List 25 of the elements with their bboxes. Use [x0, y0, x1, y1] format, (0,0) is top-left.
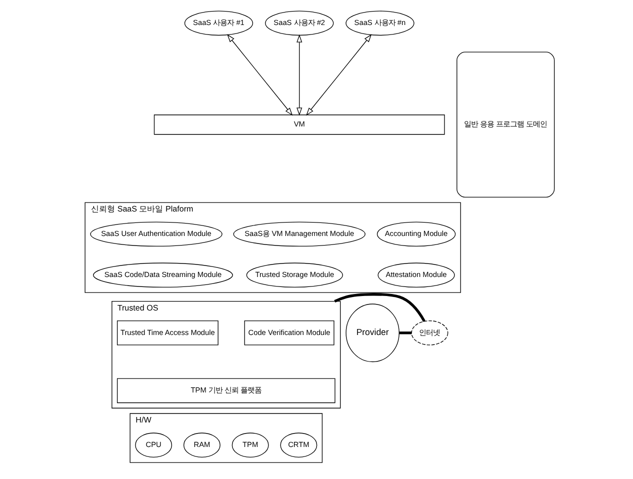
node-ellipse: Accounting Module: [376, 222, 456, 247]
node-box: TPM 기반 신뢰 플랫폼: [116, 378, 335, 404]
node-ellipse: SaaS 사용자 #2: [264, 10, 334, 36]
node-ellipse: CRTM: [280, 432, 317, 458]
node-ellipse: 인터넷: [410, 320, 448, 346]
arrow: [296, 34, 302, 116]
node-ellipse: TPM: [231, 432, 268, 458]
node-box: VM: [153, 114, 444, 135]
node-ellipse: SaaS User Authentication Module: [90, 222, 222, 247]
node-ellipse: Trusted Storage Module: [246, 262, 342, 288]
node-ellipse: Attestation Module: [377, 262, 454, 288]
node-ellipse: SaaS용 VM Management Module: [232, 222, 365, 247]
node-ellipse: SaaS Code/Data Streaming Module: [92, 262, 232, 288]
node-ellipse: SaaS 사용자 #n: [345, 10, 414, 36]
arrow: [226, 34, 292, 116]
node-ellipse: SaaS 사용자 #1: [184, 10, 253, 36]
node-ellipse: CPU: [134, 432, 172, 458]
connector: [334, 293, 425, 322]
connector: [398, 332, 412, 334]
node-circle: Provider: [345, 304, 399, 362]
node-box: 일반 응용 프로그램 도메인: [456, 52, 554, 198]
node-box: Trusted Time Access Module: [116, 320, 218, 346]
node-box: Code Verification Module: [244, 320, 334, 346]
node-ellipse: RAM: [182, 432, 220, 458]
arrow: [306, 34, 372, 116]
